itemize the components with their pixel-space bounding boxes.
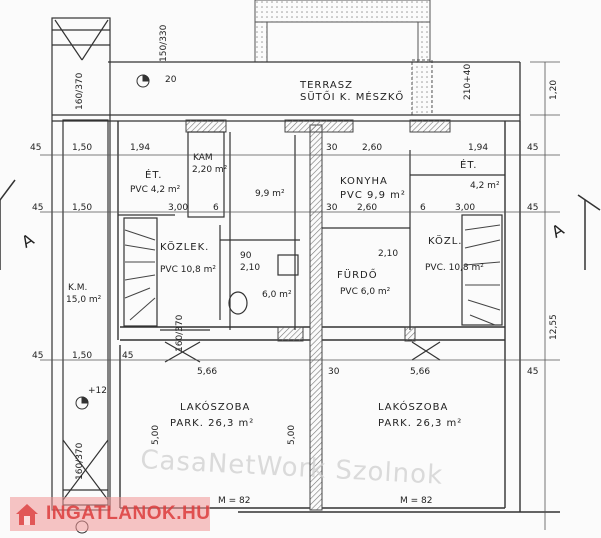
dimension-label: 6 bbox=[213, 203, 219, 213]
top-masonry bbox=[254, 0, 433, 116]
dimension-label: 3,00 bbox=[455, 203, 475, 213]
section-label-left: A bbox=[18, 230, 37, 252]
room-area: 9,9 m² bbox=[255, 189, 285, 199]
section-marker-right bbox=[577, 194, 601, 270]
room-label: ÉT. bbox=[460, 158, 477, 171]
room-label: PVC 9,9 m² bbox=[340, 190, 406, 201]
dimension-label: 2,10 bbox=[378, 249, 398, 259]
dimension-label: 2,60 bbox=[362, 143, 382, 153]
logo-text: INGATLANOK.HU bbox=[46, 503, 211, 524]
dimension-label: 5,66 bbox=[410, 367, 430, 377]
dimension-label: 1,50 bbox=[72, 203, 92, 213]
room-area: 15,0 m² bbox=[66, 295, 102, 305]
party-wall bbox=[309, 124, 323, 511]
room-label: FÜRDŐ bbox=[337, 267, 378, 281]
dimension-label: 45 bbox=[32, 351, 43, 361]
dimension-label: 1,94 bbox=[468, 143, 488, 153]
room-label: PARK. 26,3 m² bbox=[170, 418, 254, 429]
dimension-label: 1,50 bbox=[72, 351, 92, 361]
dimension-label: 150/330 bbox=[159, 24, 169, 62]
dimension-label: 2,60 bbox=[357, 203, 377, 213]
room-area: 6,0 m² bbox=[262, 290, 292, 300]
dimension-label: 30 bbox=[326, 143, 338, 153]
dimension-label: 90 bbox=[240, 251, 252, 261]
wall-segment bbox=[284, 119, 354, 133]
dimension-label: 160/370 bbox=[75, 442, 85, 480]
room-label: K.M. bbox=[68, 283, 87, 293]
room-area: 2,20 m² bbox=[192, 165, 228, 175]
dimension-label: 160/370 bbox=[175, 314, 185, 352]
dimension-label: 30 bbox=[328, 367, 340, 377]
dimension-label: M = 82 bbox=[218, 496, 250, 506]
room-label: KONYHA bbox=[340, 176, 388, 187]
dimension-label: 6 bbox=[420, 203, 426, 213]
room-area: 4,2 m² bbox=[470, 181, 500, 191]
wall-segment bbox=[409, 119, 451, 133]
dimension-label: 30 bbox=[326, 203, 338, 213]
room-area: PVC. 10,8 m² bbox=[425, 263, 484, 273]
room-label: PARK. 26,3 m² bbox=[378, 418, 462, 429]
dimension-label: 1,94 bbox=[130, 143, 150, 153]
room-area: PVC 6,0 m² bbox=[340, 287, 391, 297]
terrace bbox=[52, 61, 521, 122]
dimension-label: 45 bbox=[32, 203, 43, 213]
dimension-lines bbox=[40, 61, 560, 530]
wall-segment bbox=[277, 326, 304, 342]
dimension-label: 1,20 bbox=[549, 80, 559, 100]
dimension-label: 1,50 bbox=[72, 143, 92, 153]
room-label: KAM bbox=[193, 153, 213, 163]
room-label: ÉT. bbox=[145, 168, 162, 181]
room-label: LAKÓSZOBA bbox=[378, 400, 448, 413]
dimension-label: 5,00 bbox=[151, 425, 161, 445]
section-marker-left bbox=[0, 179, 16, 270]
room-area: PVC 4,2 m² bbox=[130, 185, 181, 195]
dimension-label: 5,66 bbox=[197, 367, 217, 377]
dimension-label: 2,10 bbox=[240, 263, 260, 273]
room-label: SÜTŐI K. MÉSZKŐ bbox=[300, 89, 404, 103]
dimension-label: M = 82 bbox=[400, 496, 432, 506]
dimension-label: 3,00 bbox=[168, 203, 188, 213]
dimension-label: 12,55 bbox=[549, 314, 559, 340]
dimension-label: 45 bbox=[527, 143, 538, 153]
wall-segment bbox=[185, 119, 227, 133]
dimension-label: 160/370 bbox=[75, 72, 85, 110]
dimension-label: 5,00 bbox=[287, 425, 297, 445]
room-label: TERRASZ bbox=[299, 80, 353, 91]
interior-walls bbox=[118, 131, 505, 363]
dimension-label: 45 bbox=[527, 367, 538, 377]
dimension-label: 20 bbox=[165, 75, 177, 85]
dimension-label: 210+40 bbox=[463, 64, 473, 100]
dimension-label: 45 bbox=[122, 351, 133, 361]
dimension-label: 45 bbox=[30, 143, 41, 153]
ingatlanok-logo: INGATLANOK.HU bbox=[10, 497, 210, 531]
room-label: KÖZL. bbox=[428, 234, 462, 247]
watermark: CasaNetWork Szolnok bbox=[140, 445, 444, 491]
room-area: PVC 10,8 m² bbox=[160, 265, 216, 275]
room-label: KÖZLEK. bbox=[160, 240, 209, 253]
section-label-right: A bbox=[548, 220, 567, 242]
level-label: +12 bbox=[88, 386, 107, 396]
dimension-label: 45 bbox=[527, 203, 538, 213]
house-icon bbox=[14, 501, 40, 527]
stairs bbox=[124, 224, 501, 326]
room-label: LAKÓSZOBA bbox=[180, 400, 250, 413]
